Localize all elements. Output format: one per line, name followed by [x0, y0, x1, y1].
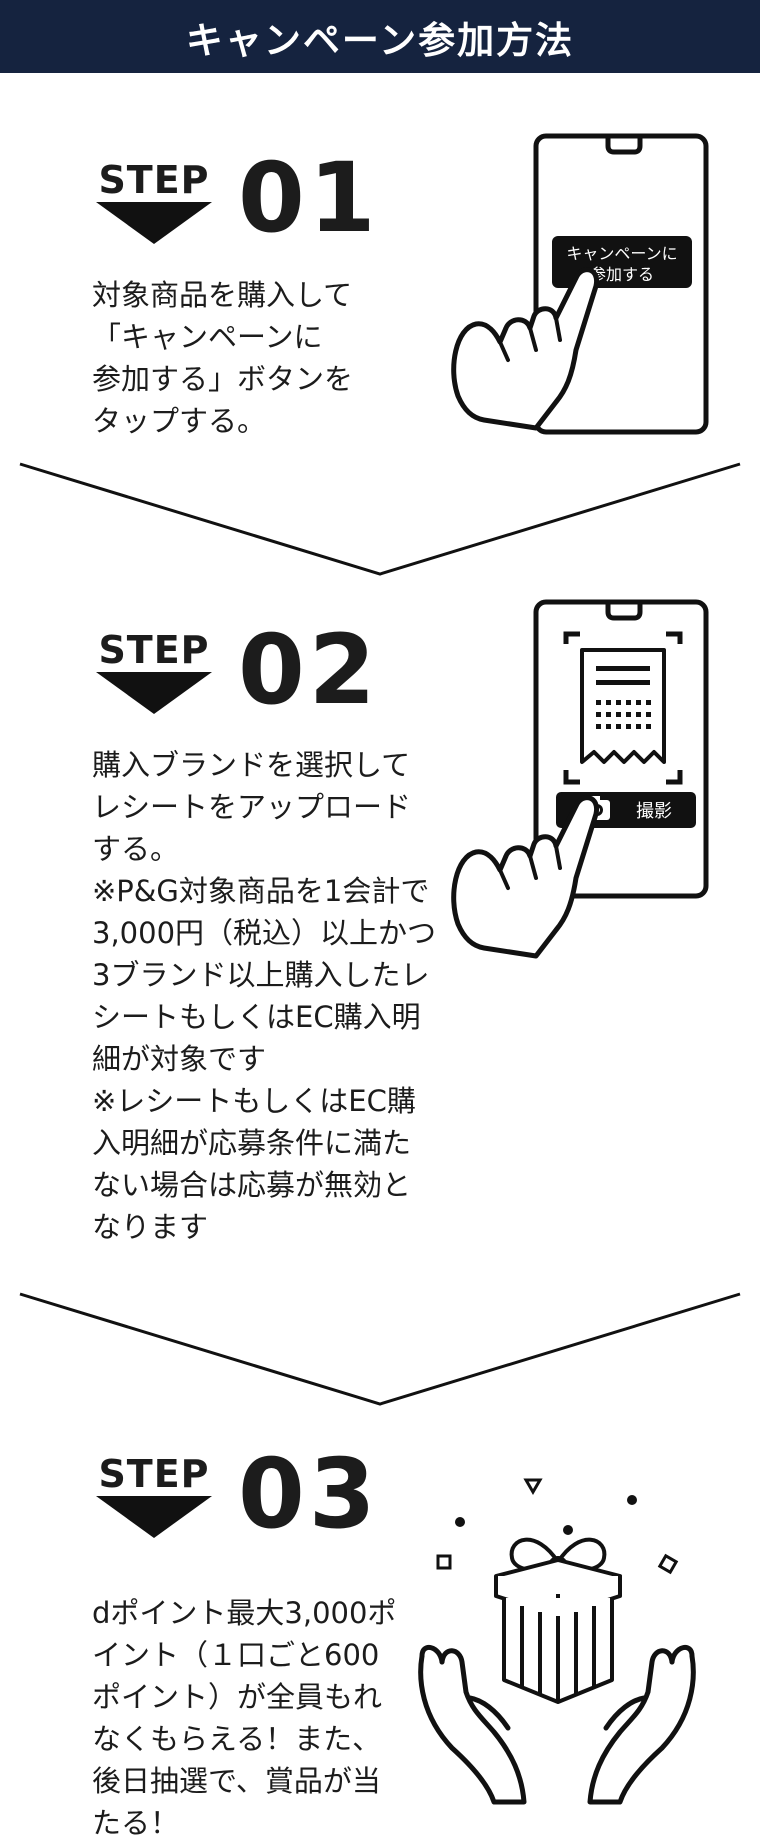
step-divider-chevron	[19, 462, 741, 576]
step-3-number: 03	[238, 1438, 380, 1550]
step-3-label: STEP	[98, 1452, 210, 1496]
step-1-description: 対象商品を購入して 「キャンペーンに 参加する」ボタンを タップする。	[92, 278, 354, 438]
step-divider-chevron	[19, 1292, 741, 1406]
step-2-number: 02	[238, 614, 380, 726]
step-2-illus-button: 撮影	[636, 801, 672, 822]
step-2-arrow-icon	[96, 672, 212, 714]
receipt-upload-icon: 撮影	[451, 599, 709, 959]
step-3-description: dポイント最大3,000ポ イント（１口ごと600 ポイント）が全員もれ なくも…	[92, 1596, 397, 1840]
step-1-arrow-icon	[96, 202, 212, 244]
step-1-illus-button-line2: 参加する	[590, 265, 654, 284]
gift-hands-icon	[418, 1478, 696, 1805]
page-header: キャンペーン参加方法	[0, 0, 760, 73]
smartphone-tap-icon: キャンペーンに 参加する	[451, 133, 709, 435]
step-1-illus-button-line1: キャンペーンに	[566, 244, 677, 263]
step-3-arrow-icon	[96, 1496, 212, 1538]
step-1-number: 01	[238, 142, 380, 254]
step-1-label: STEP	[98, 158, 210, 202]
step-2-description: 購入ブランドを選択して レシートをアップロード する。 ※P&G対象商品を1会計…	[92, 748, 437, 1244]
page-title: キャンペーン参加方法	[185, 18, 575, 62]
step-2-label: STEP	[98, 628, 210, 672]
